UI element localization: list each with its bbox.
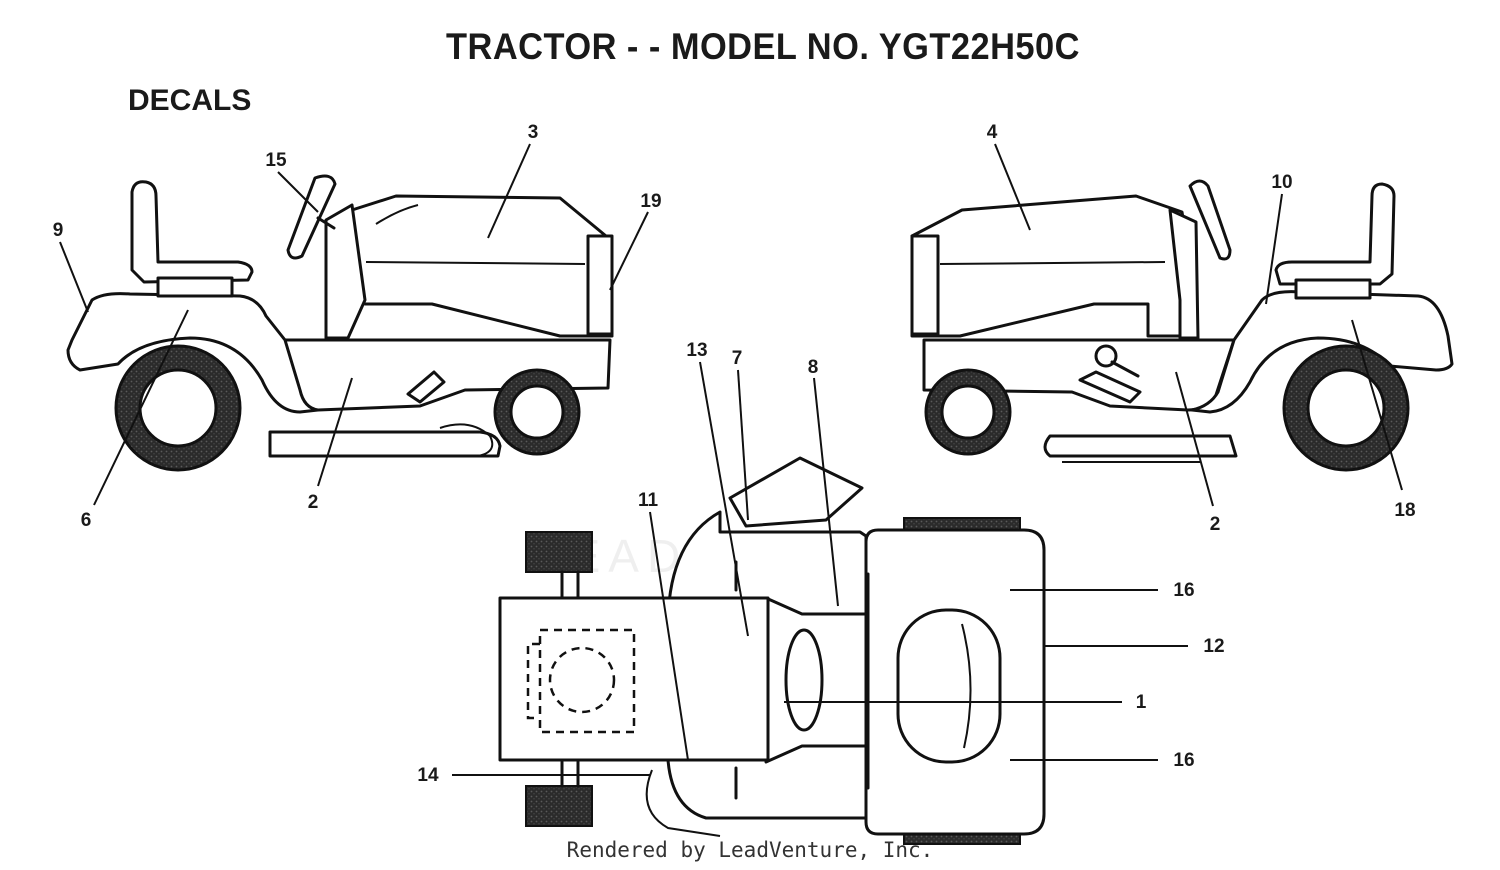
right-side-view [910, 179, 1454, 472]
footer-credit: Rendered by LeadVenture, Inc. [566, 838, 934, 862]
top-steering-wheel [784, 628, 824, 732]
callout-10: 10 [1271, 172, 1292, 193]
left-seat [130, 180, 254, 284]
left-steering-wheel [286, 174, 337, 260]
callout-9: 9 [53, 220, 64, 241]
left-steering-column [316, 216, 336, 230]
left-pedal [406, 370, 446, 404]
leader-11 [649, 511, 689, 761]
right-front-rim [940, 384, 996, 440]
left-mower-deck [268, 430, 502, 458]
leader-2-right [1175, 371, 1214, 507]
left-hood-crease [375, 204, 419, 225]
right-grille [910, 234, 940, 336]
callout-18: 18 [1394, 500, 1415, 521]
leader-19 [609, 211, 649, 291]
callout-2-right: 2 [1210, 514, 1221, 535]
callout-16-lower: 16 [1173, 750, 1194, 771]
leader-10 [1265, 193, 1283, 305]
callout-16-upper: 16 [1173, 580, 1194, 601]
left-hood-line [365, 261, 586, 265]
top-hood-air-filter [548, 646, 616, 714]
leader-4 [994, 143, 1031, 231]
left-side-view [66, 174, 614, 472]
callout-11: 11 [638, 490, 659, 511]
leader-2-left [317, 377, 353, 487]
callout-1: 1 [1136, 692, 1147, 713]
callout-13: 13 [686, 340, 707, 361]
right-hood-line [939, 261, 1166, 265]
right-dash [1168, 208, 1200, 340]
left-front-rim [509, 384, 565, 440]
right-hood [910, 194, 1198, 338]
callout-14: 14 [417, 765, 439, 786]
callout-15: 15 [265, 150, 287, 171]
leader-18 [1351, 319, 1403, 491]
top-seat [896, 608, 1002, 764]
section-label: DECALS [128, 84, 252, 117]
callout-7: 7 [732, 348, 743, 369]
callout-6: 6 [81, 510, 92, 531]
callout-4: 4 [987, 122, 998, 143]
callout-19: 19 [640, 191, 661, 212]
left-seat-base [156, 276, 234, 298]
leader-3 [487, 143, 531, 239]
top-view [498, 456, 1046, 845]
left-grille [586, 234, 614, 336]
right-seat-base [1294, 278, 1372, 300]
right-rear-rim [1306, 368, 1386, 448]
top-discharge-chute [728, 456, 864, 528]
right-mower-deck [1043, 434, 1238, 458]
leader-7 [737, 369, 749, 521]
callout-8: 8 [808, 357, 819, 378]
right-steering-wheel [1188, 179, 1232, 261]
top-front-tire-upper [525, 531, 593, 573]
top-hood-engine-tab [526, 642, 540, 720]
leader-15 [277, 171, 319, 213]
leader-8 [813, 377, 839, 607]
left-hood [350, 194, 614, 338]
callout-12: 12 [1203, 636, 1224, 657]
left-rear-rim [138, 368, 218, 448]
left-deck-chute [439, 423, 494, 457]
right-lever [1110, 360, 1140, 378]
right-pedal [1078, 370, 1142, 404]
left-rear-fender [66, 292, 320, 414]
diagram-title: TRACTOR - - MODEL NO. YGT22H50C [446, 26, 1080, 67]
top-hood-engine-outline [538, 628, 636, 734]
left-dash [324, 203, 367, 340]
top-front-tire-lower [525, 785, 593, 827]
leader-13 [699, 361, 749, 637]
right-seat [1274, 182, 1396, 286]
leader-6 [93, 309, 189, 506]
top-seat-contour [961, 623, 972, 749]
leader-9 [59, 241, 89, 313]
callout-3: 3 [528, 122, 539, 143]
callout-2-left: 2 [308, 492, 319, 513]
top-deck-belt [645, 769, 721, 837]
